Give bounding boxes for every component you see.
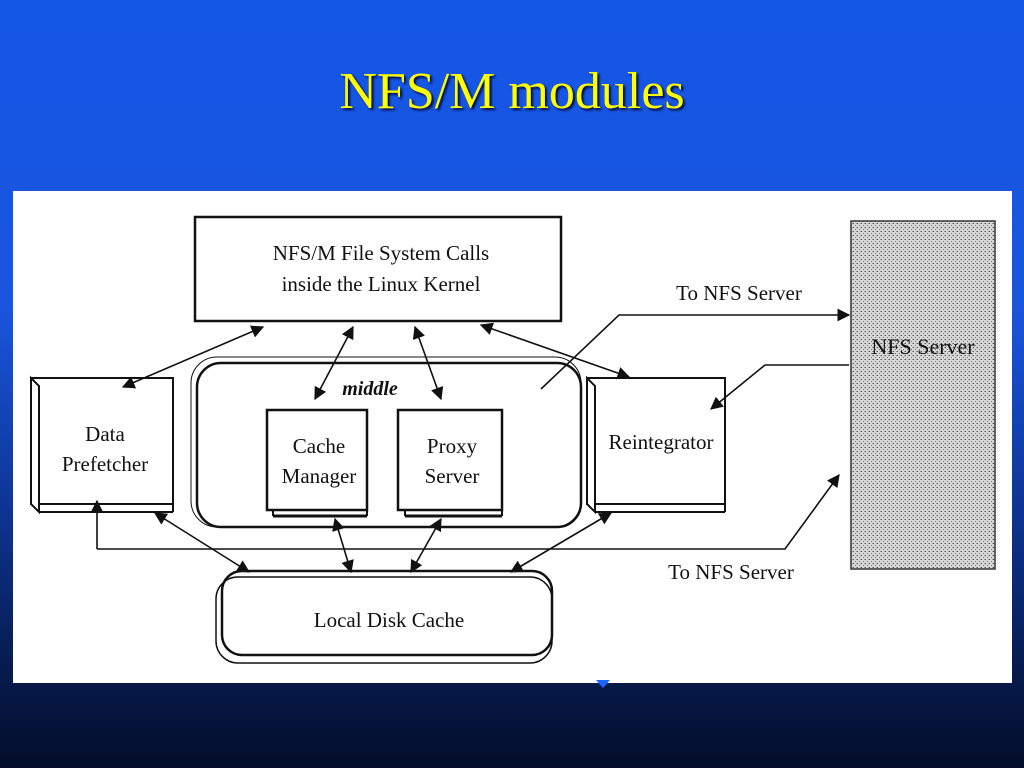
to-nfs-server-top-label: To NFS Server [676, 281, 802, 305]
cache-manager-line2: Manager [282, 464, 357, 488]
diagram-panel: NFS Server NFS/M File System Calls insid… [13, 191, 1012, 683]
slide-marker-icon [596, 680, 610, 688]
nfs-server-box: NFS Server [850, 220, 996, 570]
data-prefetcher-box: Data Prefetcher [30, 375, 174, 515]
middle-label: middle [342, 378, 398, 400]
cache-manager-box: Cache Manager [265, 408, 369, 518]
nfs-server-label: NFS Server [871, 334, 975, 359]
to-nfs-server-bottom-label: To NFS Server [668, 560, 794, 584]
nfs-modules-diagram: NFS Server NFS/M File System Calls insid… [30, 215, 996, 664]
slide-title: NFS/M modules [339, 63, 685, 120]
local-disk-cache-label: Local Disk Cache [314, 608, 464, 632]
file-system-calls-box: NFS/M File System Calls inside the Linux… [193, 215, 563, 323]
middle-container: middle [190, 356, 583, 529]
data-prefetcher-line2: Prefetcher [62, 452, 148, 476]
proxy-server-box: Proxy Server [396, 408, 504, 518]
file-system-calls-line2: inside the Linux Kernel [282, 272, 481, 296]
reintegrator-box: Reintegrator [586, 375, 726, 515]
local-disk-cache-box: Local Disk Cache [215, 569, 554, 664]
cache-manager-line1: Cache [293, 434, 345, 458]
proxy-server-line1: Proxy [427, 434, 478, 458]
connector-arrows [90, 308, 851, 574]
reintegrator-label: Reintegrator [609, 430, 714, 454]
proxy-server-line2: Server [425, 464, 480, 488]
data-prefetcher-line1: Data [85, 422, 125, 446]
file-system-calls-line1: NFS/M File System Calls [273, 241, 489, 265]
